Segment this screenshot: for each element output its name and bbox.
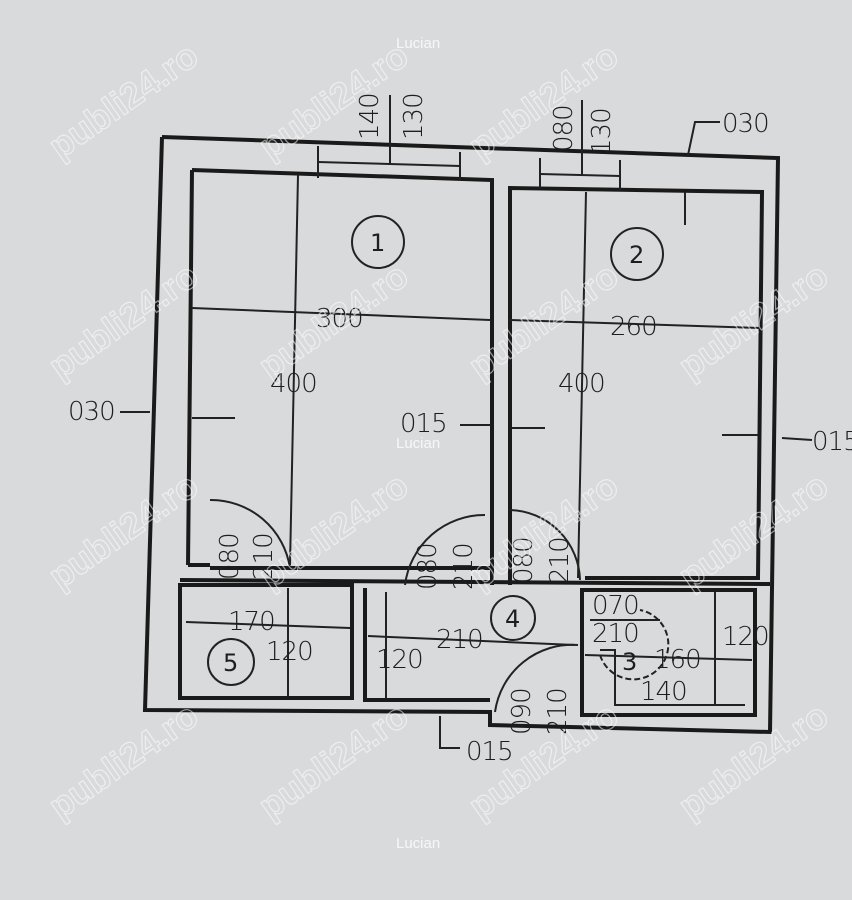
- dimension-lines: [120, 95, 813, 749]
- wall-right: 015: [812, 427, 852, 457]
- room-3-extra: 140: [640, 677, 687, 707]
- room-5-width: 170: [228, 607, 275, 637]
- room-3-width: 160: [654, 645, 701, 675]
- watermark-author-middle: Lucian: [396, 435, 440, 452]
- watermark-site: publi24.ro: [41, 34, 205, 166]
- room-3-number: 3: [622, 648, 637, 676]
- wall-bottom: 015: [466, 737, 513, 767]
- room-4-circle: [490, 595, 536, 641]
- room-2-width: 260: [610, 312, 657, 342]
- inner-rooms: [178, 566, 771, 717]
- watermark-author-bottom: Lucian: [396, 835, 440, 852]
- watermark-site: publi24.ro: [251, 694, 415, 826]
- room-4-width: 210: [436, 625, 483, 655]
- door-2-height: 210: [449, 543, 479, 590]
- window2-width: 080: [549, 105, 579, 152]
- watermark-site: publi24.ro: [41, 694, 205, 826]
- watermark-site: publi24.ro: [671, 254, 835, 386]
- watermark-site: publi24.ro: [41, 464, 205, 596]
- room-2-length: 400: [558, 369, 605, 399]
- room-3-length: 120: [722, 622, 769, 652]
- door-4-width: 070: [592, 591, 639, 621]
- watermark-site: publi24.ro: [251, 254, 415, 386]
- window2-height: 130: [587, 108, 617, 155]
- room-2-number: 2: [629, 241, 644, 269]
- door-3-width: 080: [509, 537, 539, 584]
- room-5-circle: [207, 638, 255, 686]
- room-2-circle: [610, 227, 664, 281]
- watermark-site: publi24.ro: [41, 254, 205, 386]
- room-4-number: 4: [505, 605, 520, 633]
- door-3-height: 210: [545, 537, 575, 584]
- room-1-width: 300: [316, 304, 363, 334]
- door-4-height: 210: [592, 619, 639, 649]
- room-1-length: 400: [270, 369, 317, 399]
- wall-left: 030: [68, 397, 115, 427]
- watermark-author-top: Lucian: [396, 35, 440, 52]
- watermark-site: publi24.ro: [251, 464, 415, 596]
- window-height: 130: [399, 93, 429, 140]
- window-width: 140: [355, 93, 385, 140]
- room-1-number: 1: [370, 229, 385, 257]
- door-2-width: 080: [413, 543, 443, 590]
- door-5-height: 210: [543, 688, 573, 735]
- wall-middle: 015: [400, 409, 447, 439]
- room-5-number: 5: [223, 649, 238, 677]
- room-4-length: 120: [376, 645, 423, 675]
- door-1-width: 080: [215, 533, 245, 580]
- room-markers: 1 2 3 4 5: [207, 215, 664, 686]
- room-1-circle: [351, 215, 405, 269]
- door-1-height: 210: [249, 533, 279, 580]
- room-5-length: 120: [266, 637, 313, 667]
- dimension-labels: 140 130 080 130 030 030 015 015 015 300 …: [68, 93, 852, 767]
- door-5-width: 090: [507, 688, 537, 735]
- wall-top-right: 030: [722, 109, 769, 139]
